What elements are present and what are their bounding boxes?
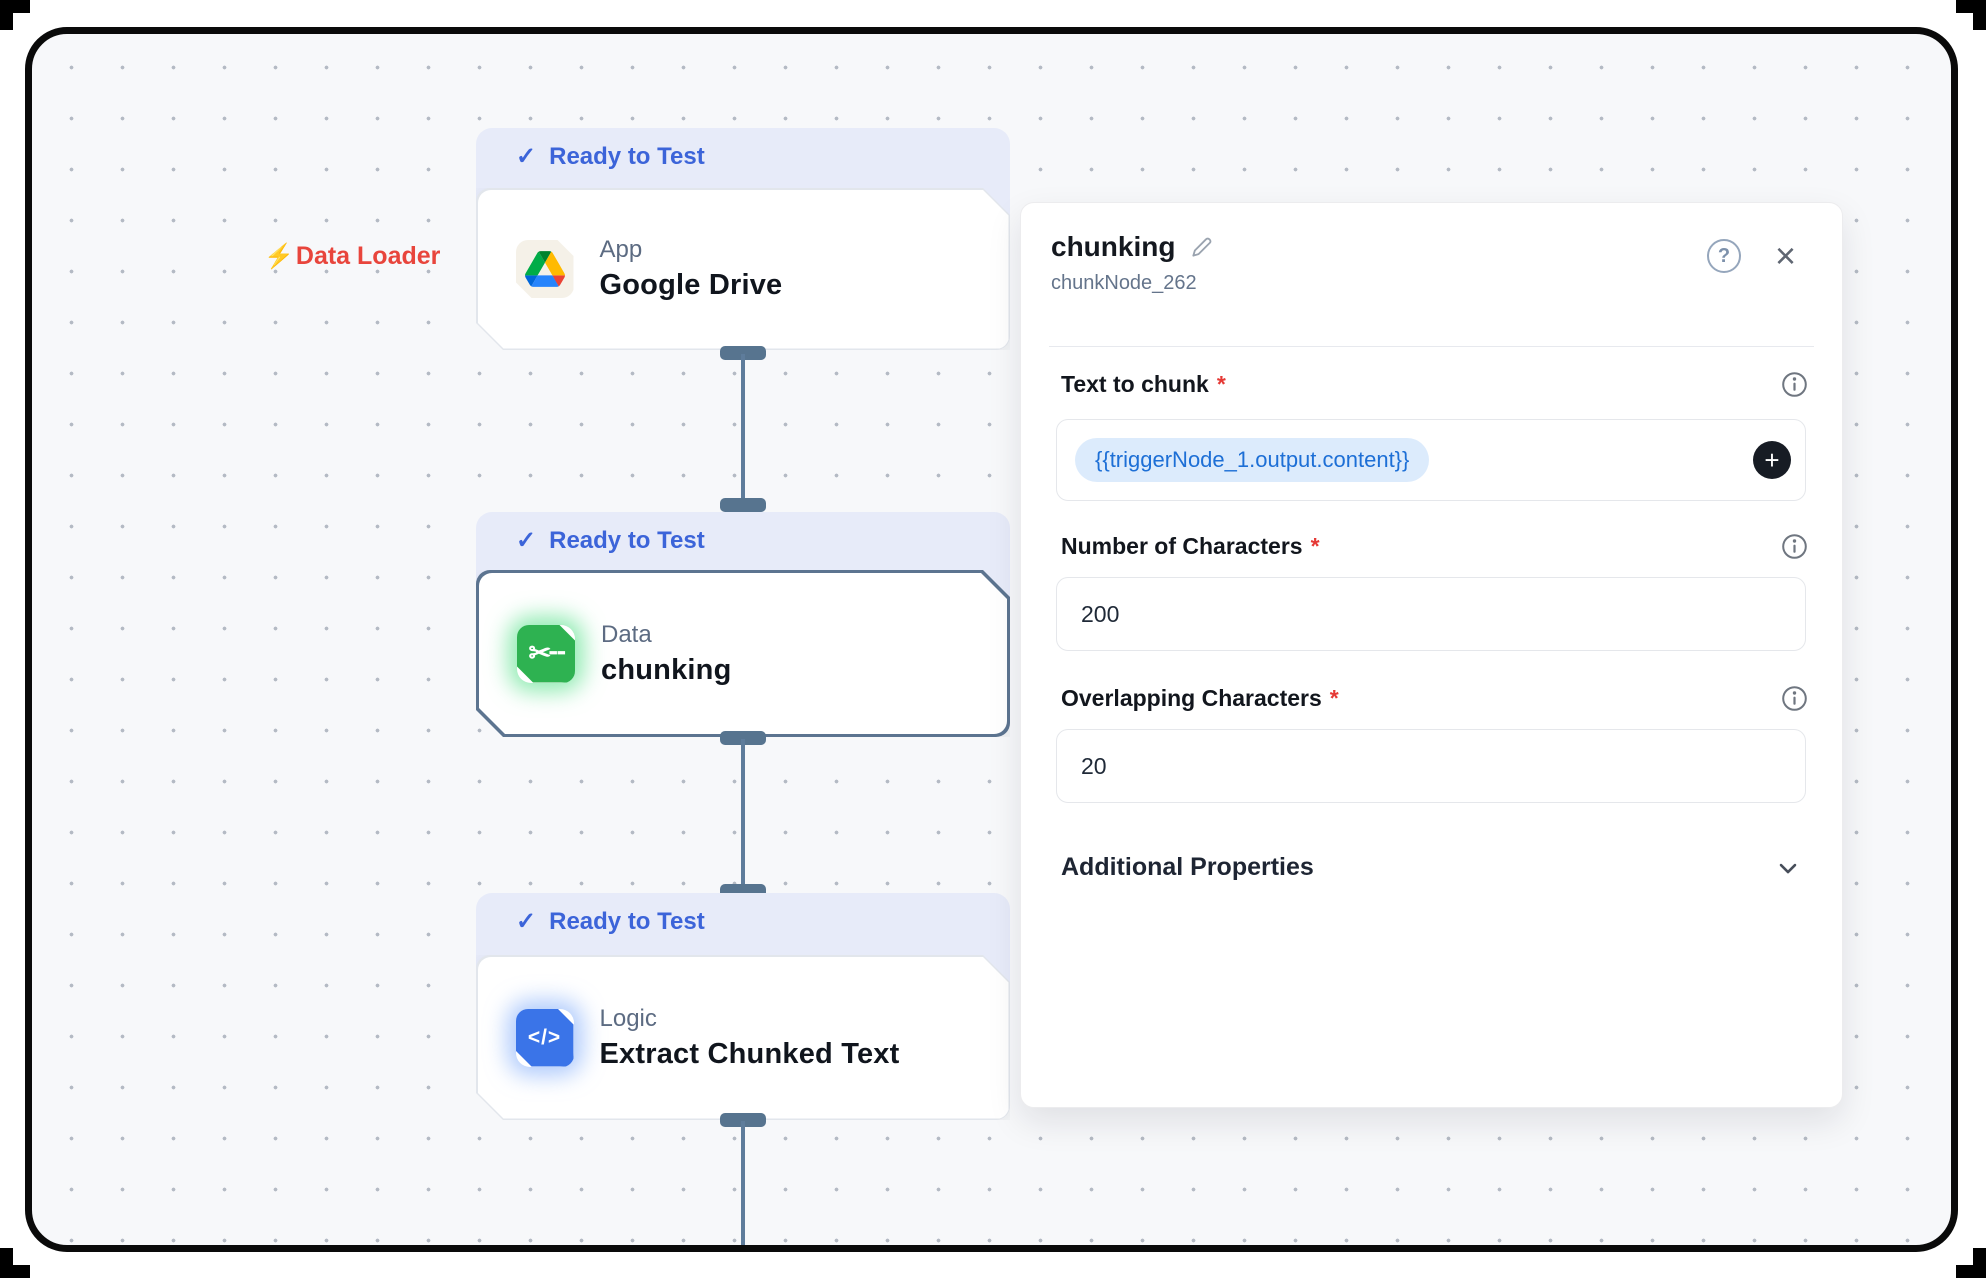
edit-pencil-icon[interactable] [1189,234,1215,260]
required-asterisk: * [1310,533,1320,559]
check-icon: ✓ [516,908,537,935]
node-extract-chunked-text: ✓ Ready to Test </> Logic Extract Chunke… [476,893,1010,1121]
node-type-label: App [599,236,643,263]
connector-handle-out[interactable] [720,346,766,360]
additional-properties-toggle[interactable]: Additional Properties [1061,853,1802,882]
info-icon[interactable] [1781,685,1808,712]
connector-handle-out[interactable] [720,731,766,745]
node-card-extract-chunked-text[interactable]: </> Logic Extract Chunked Text [476,955,1010,1120]
status-text: Ready to Test [549,526,705,554]
crop-mark-top-left [0,0,30,30]
google-drive-icon [516,240,574,298]
field-label-overlapping-characters: Overlapping Characters [1061,685,1322,711]
add-variable-button[interactable]: + [1753,441,1791,479]
flow-label: ⚡ Data Loader [264,242,440,271]
connector-line [741,739,745,891]
additional-properties-label: Additional Properties [1061,853,1314,881]
field-label-text-to-chunk: Text to chunk [1061,371,1209,397]
node-card-chunking[interactable]: ✂╌ Data chunking [476,570,1010,737]
node-title: Google Drive [599,269,783,301]
field-label-number-of-characters: Number of Characters [1061,533,1303,559]
connector-handle-out[interactable] [720,1113,766,1127]
number-of-characters-input[interactable] [1056,577,1806,651]
flow-label-text: Data Loader [295,242,441,270]
overlapping-characters-input[interactable] [1056,729,1806,803]
code-icon: </> [516,1009,574,1067]
node-id: chunkNode_262 [1051,272,1197,294]
connector-handle-in[interactable] [720,498,766,512]
scissors-icon: ✂╌ [517,625,575,683]
help-icon[interactable]: ? [1706,239,1741,273]
info-icon[interactable] [1781,371,1808,398]
connector-line [741,1121,745,1245]
required-asterisk: * [1329,685,1339,711]
variable-token[interactable]: {{triggerNode_1.output.content}} [1075,438,1430,482]
node-title: chunking [601,653,732,686]
node-title: Extract Chunked Text [599,1037,900,1070]
lightning-icon: ⚡ [264,243,294,270]
node-type-label: Data [601,620,652,648]
workflow-canvas[interactable]: ⚡ Data Loader ✓ Ready to Test [25,27,1958,1252]
node-properties-panel: chunking chunkNode_262 ? × Text to chunk… [1020,202,1843,1108]
status-text: Ready to Test [549,142,705,170]
panel-header: chunking chunkNode_262 [1051,231,1812,295]
panel-title: chunking [1051,231,1176,262]
required-asterisk: * [1216,371,1226,397]
status-text: Ready to Test [549,907,705,935]
info-icon[interactable] [1781,533,1808,560]
check-icon: ✓ [516,143,537,170]
divider [1049,346,1814,347]
chevron-down-icon[interactable] [1774,854,1802,882]
node-type-label: Logic [599,1004,657,1032]
crop-mark-top-right [1956,0,1986,30]
check-icon: ✓ [516,527,537,554]
text-to-chunk-input[interactable]: {{triggerNode_1.output.content}} + [1056,419,1806,501]
node-chunking: ✓ Ready to Test ✂╌ Data chunking [476,512,1010,740]
node-card-google-drive[interactable]: App Google Drive [476,188,1010,350]
connector-line [741,354,745,506]
node-google-drive: ✓ Ready to Test [476,128,1010,350]
close-icon[interactable]: × [1774,235,1796,276]
crop-mark-bottom-left [0,1248,30,1278]
crop-mark-bottom-right [1956,1248,1986,1278]
